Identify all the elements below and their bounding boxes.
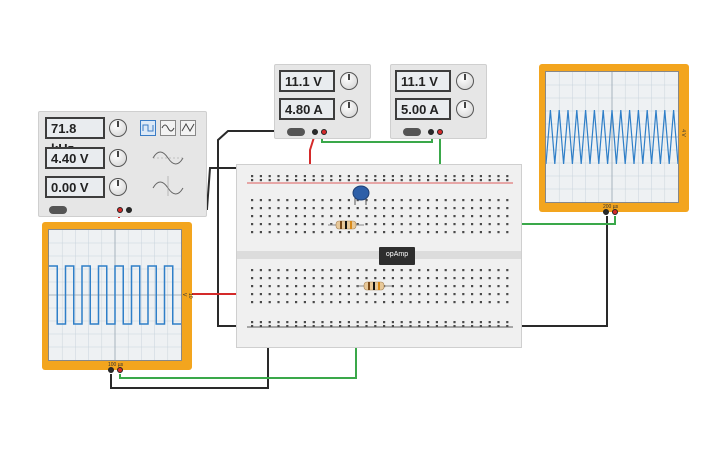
ps2-power-toggle[interactable] <box>403 128 421 136</box>
scope-left-terminal-negative[interactable] <box>108 367 114 373</box>
sine-wave-icon <box>161 124 175 132</box>
offset-knob[interactable] <box>109 178 127 196</box>
oscilloscope-right-time-label: 200 µs <box>603 204 619 210</box>
scope-right-terminal-negative[interactable] <box>603 209 609 215</box>
sine-graph-icon <box>152 151 184 165</box>
oscilloscope-right-trace <box>546 72 678 202</box>
ps1-power-toggle[interactable] <box>287 128 305 136</box>
ps1-current-knob[interactable] <box>340 100 358 118</box>
power-toggle[interactable] <box>49 206 67 214</box>
capacitor[interactable] <box>352 185 370 205</box>
resistor-bottom[interactable] <box>356 281 392 291</box>
square-wave-button[interactable] <box>140 120 156 136</box>
oscilloscope-left-time-label: 100 µs <box>108 362 124 368</box>
offset-graph-icon <box>152 176 184 196</box>
wire-black-scope-right-ground <box>520 216 608 327</box>
ps2-terminal-positive[interactable] <box>437 129 443 135</box>
triangle-wave-icon <box>181 122 195 133</box>
resistor-top[interactable] <box>328 220 364 230</box>
oscilloscope-right-screen <box>545 71 679 203</box>
ps2-current-knob[interactable] <box>456 100 474 118</box>
function-generator: 71.8 kHz 4.40 V 0.00 V <box>38 111 207 217</box>
ps1-voltage-knob[interactable] <box>340 72 358 90</box>
triangle-wave-button[interactable] <box>180 120 196 136</box>
oscilloscope-left-trace <box>49 230 181 360</box>
power-supply-1: 11.1 V 4.80 A <box>274 64 371 139</box>
amplitude-knob[interactable] <box>109 149 127 167</box>
scope-left-terminal-positive[interactable] <box>117 367 123 373</box>
sine-wave-button[interactable] <box>160 120 176 136</box>
amplitude-display: 4.40 V <box>45 147 105 169</box>
opamp-chip[interactable]: opAmp <box>379 247 415 265</box>
wire-black-ps1-ground <box>217 130 316 327</box>
wire-black-scope-left-ground <box>110 326 269 389</box>
ps1-voltage-display: 11.1 V <box>279 70 335 92</box>
oscilloscope-left-screen <box>48 229 182 361</box>
ps2-voltage-knob[interactable] <box>456 72 474 90</box>
ps2-voltage-display: 11.1 V <box>395 70 451 92</box>
scope-right-terminal-positive[interactable] <box>612 209 618 215</box>
frequency-display: 71.8 kHz <box>45 117 105 156</box>
ps1-terminal-negative[interactable] <box>312 129 318 135</box>
ps1-current-display: 4.80 A <box>279 98 335 120</box>
oscilloscope-right: 200 µs 4 V <box>539 64 689 215</box>
oscilloscope-left: 100 µs 10 V <box>42 222 193 373</box>
frequency-knob[interactable] <box>109 119 127 137</box>
square-wave-icon <box>142 124 154 132</box>
offset-display: 0.00 V <box>45 176 105 198</box>
breadboard: opAmp <box>236 164 522 348</box>
fg-terminal-positive[interactable] <box>117 207 123 213</box>
fg-terminal-negative[interactable] <box>126 207 132 213</box>
oscilloscope-right-volt-label: 4 V <box>679 129 686 137</box>
ps2-current-display: 5.00 A <box>395 98 451 120</box>
oscilloscope-left-volt-label: 10 V <box>181 293 193 299</box>
power-supply-2: 11.1 V 5.00 A <box>390 64 487 139</box>
ps2-terminal-negative[interactable] <box>428 129 434 135</box>
ps1-terminal-positive[interactable] <box>321 129 327 135</box>
